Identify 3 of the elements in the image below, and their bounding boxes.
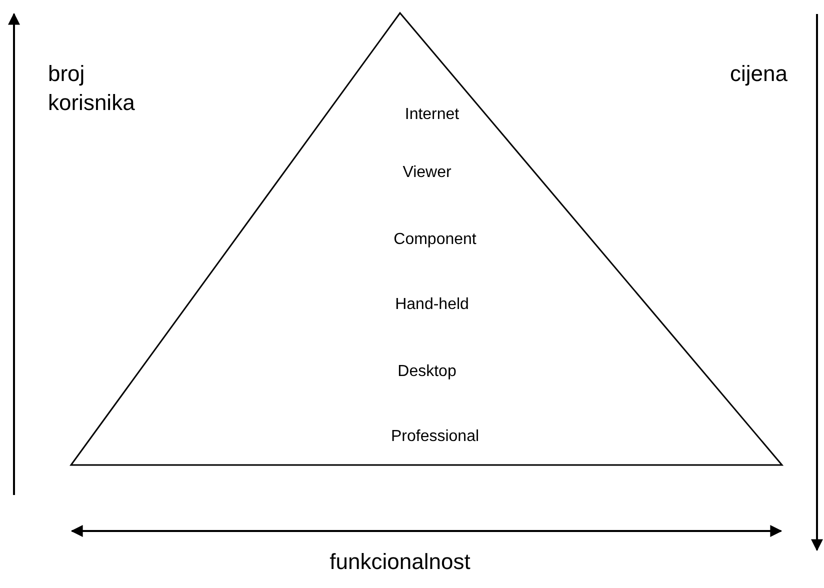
- axis-label: broj korisnika: [48, 60, 136, 117]
- axis-label: cijena: [730, 60, 788, 88]
- axis-label: funkcionalnost: [328, 548, 472, 576]
